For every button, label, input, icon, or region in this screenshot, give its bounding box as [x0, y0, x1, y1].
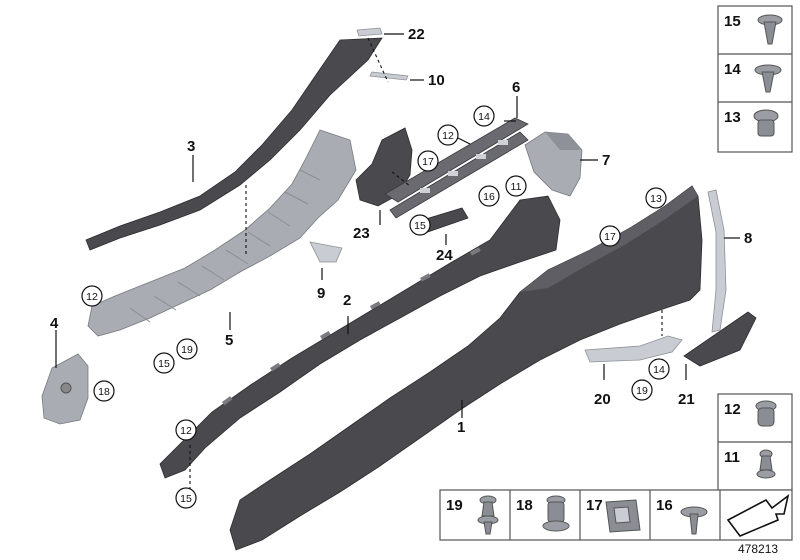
circled-15-left: 15 — [158, 358, 170, 370]
part-9-tab[interactable] — [309, 241, 343, 263]
fastener-11[interactable]: 11 — [724, 449, 776, 479]
part-22-clip[interactable] — [356, 27, 383, 37]
part-10-strip[interactable] — [369, 71, 409, 81]
circled-17-top: 17 — [422, 156, 434, 168]
diagram-id: 478213 — [738, 542, 778, 556]
svg-text:11: 11 — [724, 449, 740, 466]
callout-23: 23 — [353, 225, 370, 242]
part-5-insulation[interactable] — [87, 129, 357, 337]
callout-20: 20 — [594, 391, 611, 408]
callout-7: 7 — [602, 152, 610, 169]
circled-15-mid: 15 — [414, 220, 426, 232]
callout-2: 2 — [343, 292, 351, 309]
callout-3: 3 — [187, 138, 195, 155]
circled-17-right: 17 — [604, 231, 616, 243]
callout-6: 6 — [512, 79, 520, 96]
fastener-18[interactable]: 18 — [516, 495, 570, 532]
svg-text:17: 17 — [586, 497, 603, 514]
part-2-carrier[interactable] — [159, 195, 561, 479]
part-5-ribs — [129, 169, 321, 323]
part-1-sill-top — [520, 186, 698, 292]
svg-text:15: 15 — [724, 13, 741, 30]
circled-15-bottom: 15 — [180, 493, 192, 505]
circled-12-top: 12 — [442, 130, 454, 142]
assembly-dashes — [189, 37, 663, 490]
callout-22: 22 — [408, 26, 425, 43]
circled-16: 16 — [483, 191, 495, 203]
svg-text:12: 12 — [724, 401, 741, 418]
circled-19-bottom: 19 — [636, 385, 648, 397]
circled-12-bottom: 12 — [180, 425, 192, 437]
part-4-hole — [60, 382, 72, 394]
part-21-trim[interactable] — [683, 311, 757, 367]
callout-24: 24 — [436, 247, 453, 264]
callout-1: 1 — [457, 419, 465, 436]
svg-text:14: 14 — [724, 61, 741, 78]
svg-text:18: 18 — [516, 497, 533, 514]
part-1-sill-cover[interactable] — [229, 185, 703, 551]
circled-11: 11 — [511, 181, 522, 193]
fastener-14[interactable]: 14 — [724, 61, 782, 93]
svg-text:16: 16 — [656, 497, 673, 514]
fastener-13[interactable]: 13 — [724, 109, 779, 137]
fastener-pair-right: 12 11 — [717, 393, 793, 491]
circled-refs: 14 12 17 16 11 13 17 15 12 19 15 18 14 1… — [81, 105, 670, 509]
fastener-row-bottom: 19 18 17 16 — [439, 489, 793, 541]
part-3-trim-strip[interactable] — [85, 37, 383, 251]
callout-4: 4 — [50, 315, 59, 332]
callout-5: 5 — [225, 332, 233, 349]
fastener-16[interactable]: 16 — [656, 497, 708, 535]
callout-9: 9 — [317, 285, 325, 302]
circled-19-left: 19 — [181, 344, 193, 356]
callout-21: 21 — [678, 391, 695, 408]
circled-14-bottom: 14 — [653, 364, 665, 376]
callout-10: 10 — [428, 72, 445, 89]
circled-12-left: 12 — [86, 291, 98, 303]
svg-text:19: 19 — [446, 497, 463, 514]
fastener-17[interactable]: 17 — [586, 497, 641, 533]
part-6-rail[interactable] — [384, 117, 529, 203]
part-8-strip[interactable] — [707, 189, 727, 333]
part-6-rail-holes — [420, 140, 508, 193]
fastener-column-right: 15 14 13 — [717, 5, 793, 153]
callout-8: 8 — [744, 230, 752, 247]
arrow-icon[interactable] — [726, 494, 790, 537]
fastener-19[interactable]: 19 — [446, 495, 499, 535]
svg-text:13: 13 — [724, 109, 741, 126]
leader-lines — [55, 33, 740, 418]
part-2-slots — [221, 247, 481, 406]
callout-numbers: 22 10 3 6 7 8 23 24 9 2 4 5 1 20 21 — [50, 26, 752, 436]
fastener-15[interactable]: 15 — [724, 13, 783, 45]
circled-18: 18 — [98, 386, 110, 398]
circled-14-top: 14 — [478, 111, 490, 123]
part-7-cover-face — [545, 132, 582, 150]
fastener-12[interactable]: 12 — [724, 400, 777, 427]
circled-13: 13 — [650, 193, 662, 205]
part-20-bracket[interactable] — [584, 335, 683, 363]
